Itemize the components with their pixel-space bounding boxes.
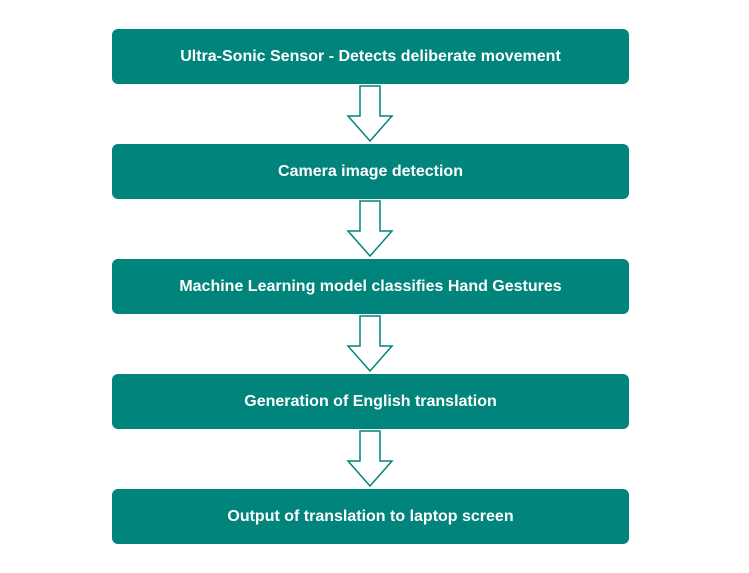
step-label: Machine Learning model classifies Hand G… bbox=[179, 277, 562, 295]
down-arrow-icon bbox=[346, 315, 394, 373]
step-ultrasonic-sensor: Ultra-Sonic Sensor - Detects deliberate … bbox=[112, 29, 629, 84]
step-output-to-screen: Output of translation to laptop screen bbox=[112, 489, 629, 544]
down-arrow-icon bbox=[346, 430, 394, 488]
down-arrow-icon bbox=[346, 200, 394, 258]
step-english-translation: Generation of English translation bbox=[112, 374, 629, 429]
step-label: Camera image detection bbox=[278, 162, 463, 180]
step-camera-detection: Camera image detection bbox=[112, 144, 629, 199]
step-label: Output of translation to laptop screen bbox=[227, 507, 514, 525]
step-label: Generation of English translation bbox=[244, 392, 497, 410]
step-ml-classification: Machine Learning model classifies Hand G… bbox=[112, 259, 629, 314]
step-label: Ultra-Sonic Sensor - Detects deliberate … bbox=[180, 47, 561, 65]
down-arrow-icon bbox=[346, 85, 394, 143]
